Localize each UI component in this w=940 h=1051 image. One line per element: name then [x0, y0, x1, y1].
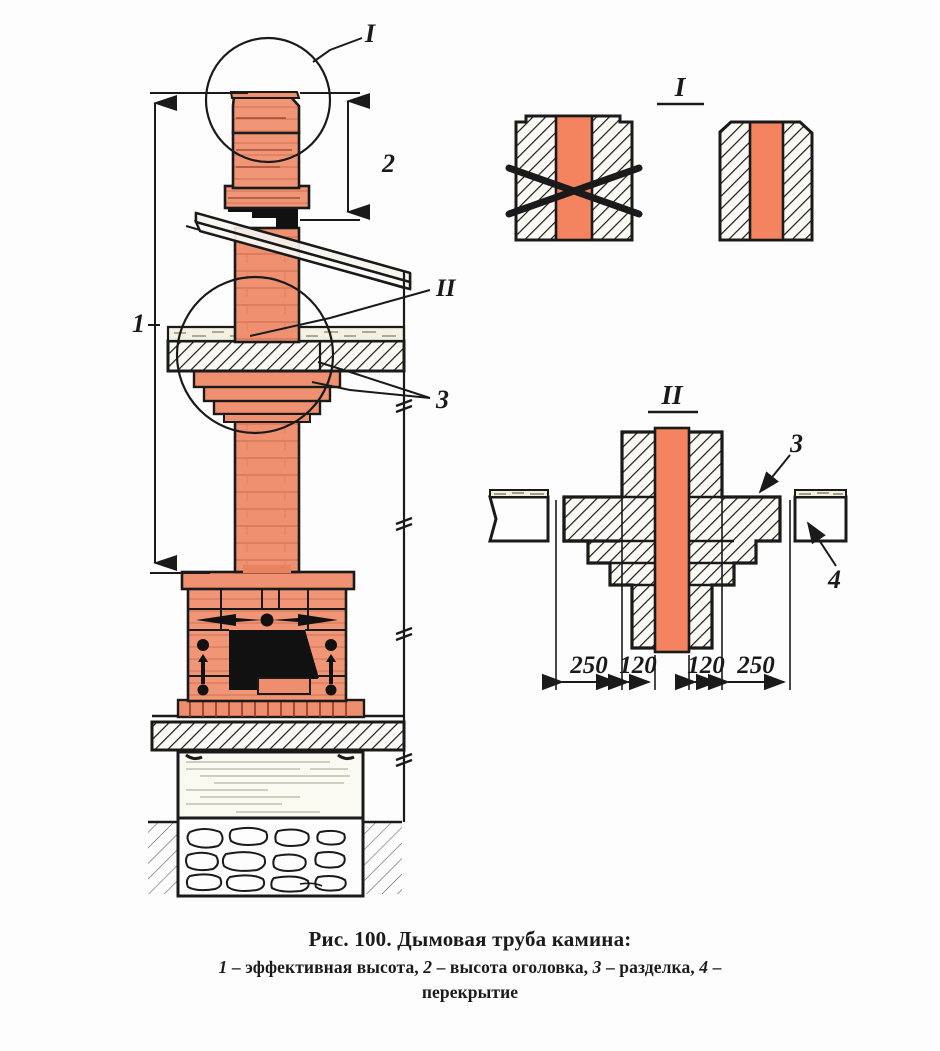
callout-label-1: 1 [132, 309, 145, 338]
detail-II-header: II [660, 380, 684, 410]
legend-num-4: 4 [699, 957, 709, 977]
floor-slab [150, 714, 406, 752]
legend-num-2: 2 [423, 957, 433, 977]
detail-circle-II [175, 275, 335, 435]
airflow-arrows-horizontal [196, 613, 338, 627]
roof-board-fill [193, 211, 412, 291]
dimension-effective-height [150, 92, 248, 574]
legend-line-2: перекрытие [421, 982, 519, 1002]
legend-num-1: 1 [218, 957, 228, 977]
detail-II-group: II [488, 380, 848, 691]
detail-II-label-4: 4 [827, 565, 841, 594]
figure-caption: Рис. 100. Дымовая труба камина: 1 – эффе… [0, 926, 940, 1005]
legend-text-3: – разделка, [601, 957, 700, 977]
caption-legend: 1 – эффективная высота, 2 – высота оголо… [0, 952, 940, 1005]
detail-II-slab-right [793, 489, 848, 543]
dimension-cap-height [300, 92, 370, 221]
legend-text-1: – эффективная высота, [227, 957, 424, 977]
main-elevation: I 2 1 II 3 [132, 19, 457, 898]
razdelka-stepped-corbel [192, 369, 342, 423]
detail-circle-I [204, 36, 332, 164]
detail-II-label-3: 3 [789, 429, 803, 458]
callout-leaders-main [249, 37, 431, 399]
main-callout-text: I 2 1 II 3 [132, 19, 457, 414]
callout-label-2: 2 [381, 149, 395, 178]
fireplace-body [180, 570, 356, 703]
detail-II-razdelka [562, 426, 782, 654]
hearth-brick-course [176, 698, 366, 719]
dimension-left-250: 250 [569, 652, 608, 679]
chimney-cap [223, 91, 311, 210]
callout-label-II: II [435, 275, 457, 302]
legend-text-2: – высота оголовка, [432, 957, 593, 977]
caption-title: Рис. 100. Дымовая труба камина: [308, 927, 632, 951]
detail-II-dimension-text: 250 120 120 250 [569, 652, 775, 679]
legend-num-3: 3 [592, 957, 602, 977]
dimension-right-250: 250 [736, 652, 775, 679]
detail-II-leader-3 [758, 454, 791, 494]
wall-break-line [395, 272, 413, 822]
foundation-block [176, 750, 365, 820]
detail-II-leader-4 [806, 521, 837, 567]
dimension-right-120: 120 [687, 652, 725, 679]
detail-I-header: I [674, 72, 687, 102]
detail-I-group: I [505, 72, 814, 242]
callout-label-3-main: 3 [435, 385, 449, 414]
detail-I-wrong-variant [505, 114, 643, 242]
rubble-foundation [176, 816, 365, 898]
detail-I-correct-variant [718, 120, 814, 242]
roof-flashing [228, 205, 298, 228]
dimension-left-120: 120 [619, 652, 657, 679]
detail-II-dimension-chain [555, 432, 791, 690]
chimney-shaft-lower [233, 418, 301, 574]
detail-II-slab-left [488, 489, 550, 543]
airflow-arrows-vertical [197, 639, 337, 696]
legend-text-4: – [708, 957, 722, 977]
callout-label-I: I [364, 19, 376, 48]
